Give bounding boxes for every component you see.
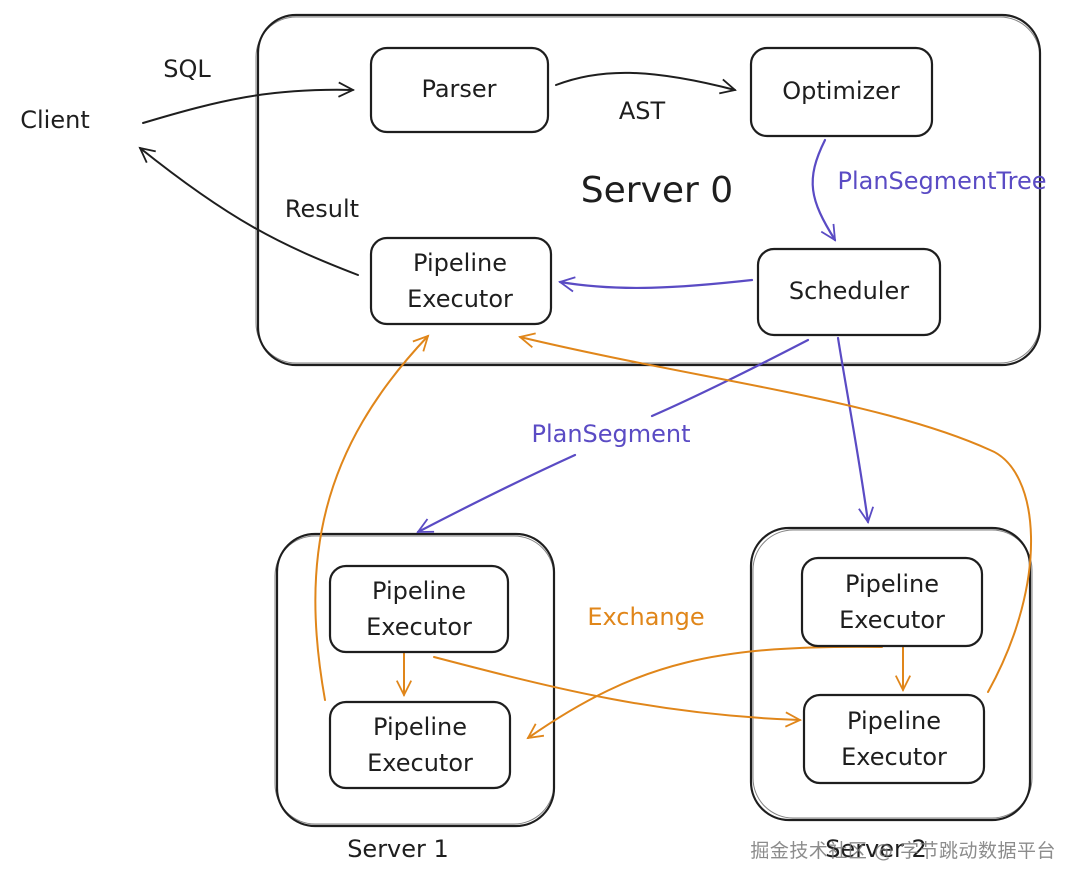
executor-label-line1: Pipeline [845, 570, 939, 598]
executor-label-line1: Pipeline [373, 713, 467, 741]
server1-pipeline-executor-bottom: Pipeline Executor [328, 700, 512, 790]
scheduler-label: Scheduler [789, 277, 909, 305]
plan-segment-label: PlanSegment [531, 420, 690, 448]
server0-title: Server 0 [581, 170, 733, 211]
executor-label-line1: Pipeline [847, 707, 941, 735]
server0-pipeline-executor-node: Pipeline Executor [369, 236, 553, 326]
server2-pipeline-executor-top: Pipeline Executor [800, 556, 984, 648]
s2-to-s0-exchange-edge [520, 337, 1032, 693]
pipeline-executor-label-line2: Executor [407, 285, 513, 313]
sql-edge [142, 90, 353, 124]
scheduler-to-executor-edge [560, 280, 754, 288]
s1-to-s0-exchange-edge [314, 336, 428, 701]
scheduler-node: Scheduler [756, 247, 942, 337]
optimizer-label: Optimizer [782, 77, 900, 105]
plan-segment-tree-label: PlanSegmentTree [837, 167, 1046, 195]
plan-segment-to-server1-edge [418, 453, 577, 534]
parser-node: Parser [369, 46, 550, 134]
server1-title: Server 1 [347, 835, 449, 863]
executor-label-line2: Executor [841, 743, 947, 771]
parser-label: Parser [421, 75, 496, 103]
client-label: Client [20, 106, 89, 134]
s1-to-s2-exchange-edge [433, 656, 800, 720]
watermark: 掘金技术社区 @ 字节跳动数据平台 [750, 840, 1056, 862]
plan-segment-tree-edge [811, 138, 837, 240]
executor-label-line2: Executor [839, 606, 945, 634]
scheduler-to-server2-edge [836, 336, 868, 522]
exchange-label: Exchange [587, 603, 704, 631]
sql-label: SQL [163, 55, 211, 83]
plan-segment-upper-edge [650, 338, 810, 418]
server1-pipeline-executor-top: Pipeline Executor [328, 564, 510, 654]
pipeline-executor-label-line1: Pipeline [413, 249, 507, 277]
ast-edge [555, 71, 735, 90]
s2-to-s1-exchange-edge [528, 645, 883, 738]
executor-label-line2: Executor [366, 613, 472, 641]
result-label: Result [285, 195, 359, 223]
server2-pipeline-executor-bottom: Pipeline Executor [802, 693, 986, 785]
ast-label: AST [619, 97, 666, 125]
server2-title: Server 2 [825, 835, 927, 863]
executor-label-line1: Pipeline [372, 577, 466, 605]
executor-label-line2: Executor [367, 749, 473, 777]
result-edge [140, 148, 359, 276]
optimizer-node: Optimizer [749, 46, 934, 138]
